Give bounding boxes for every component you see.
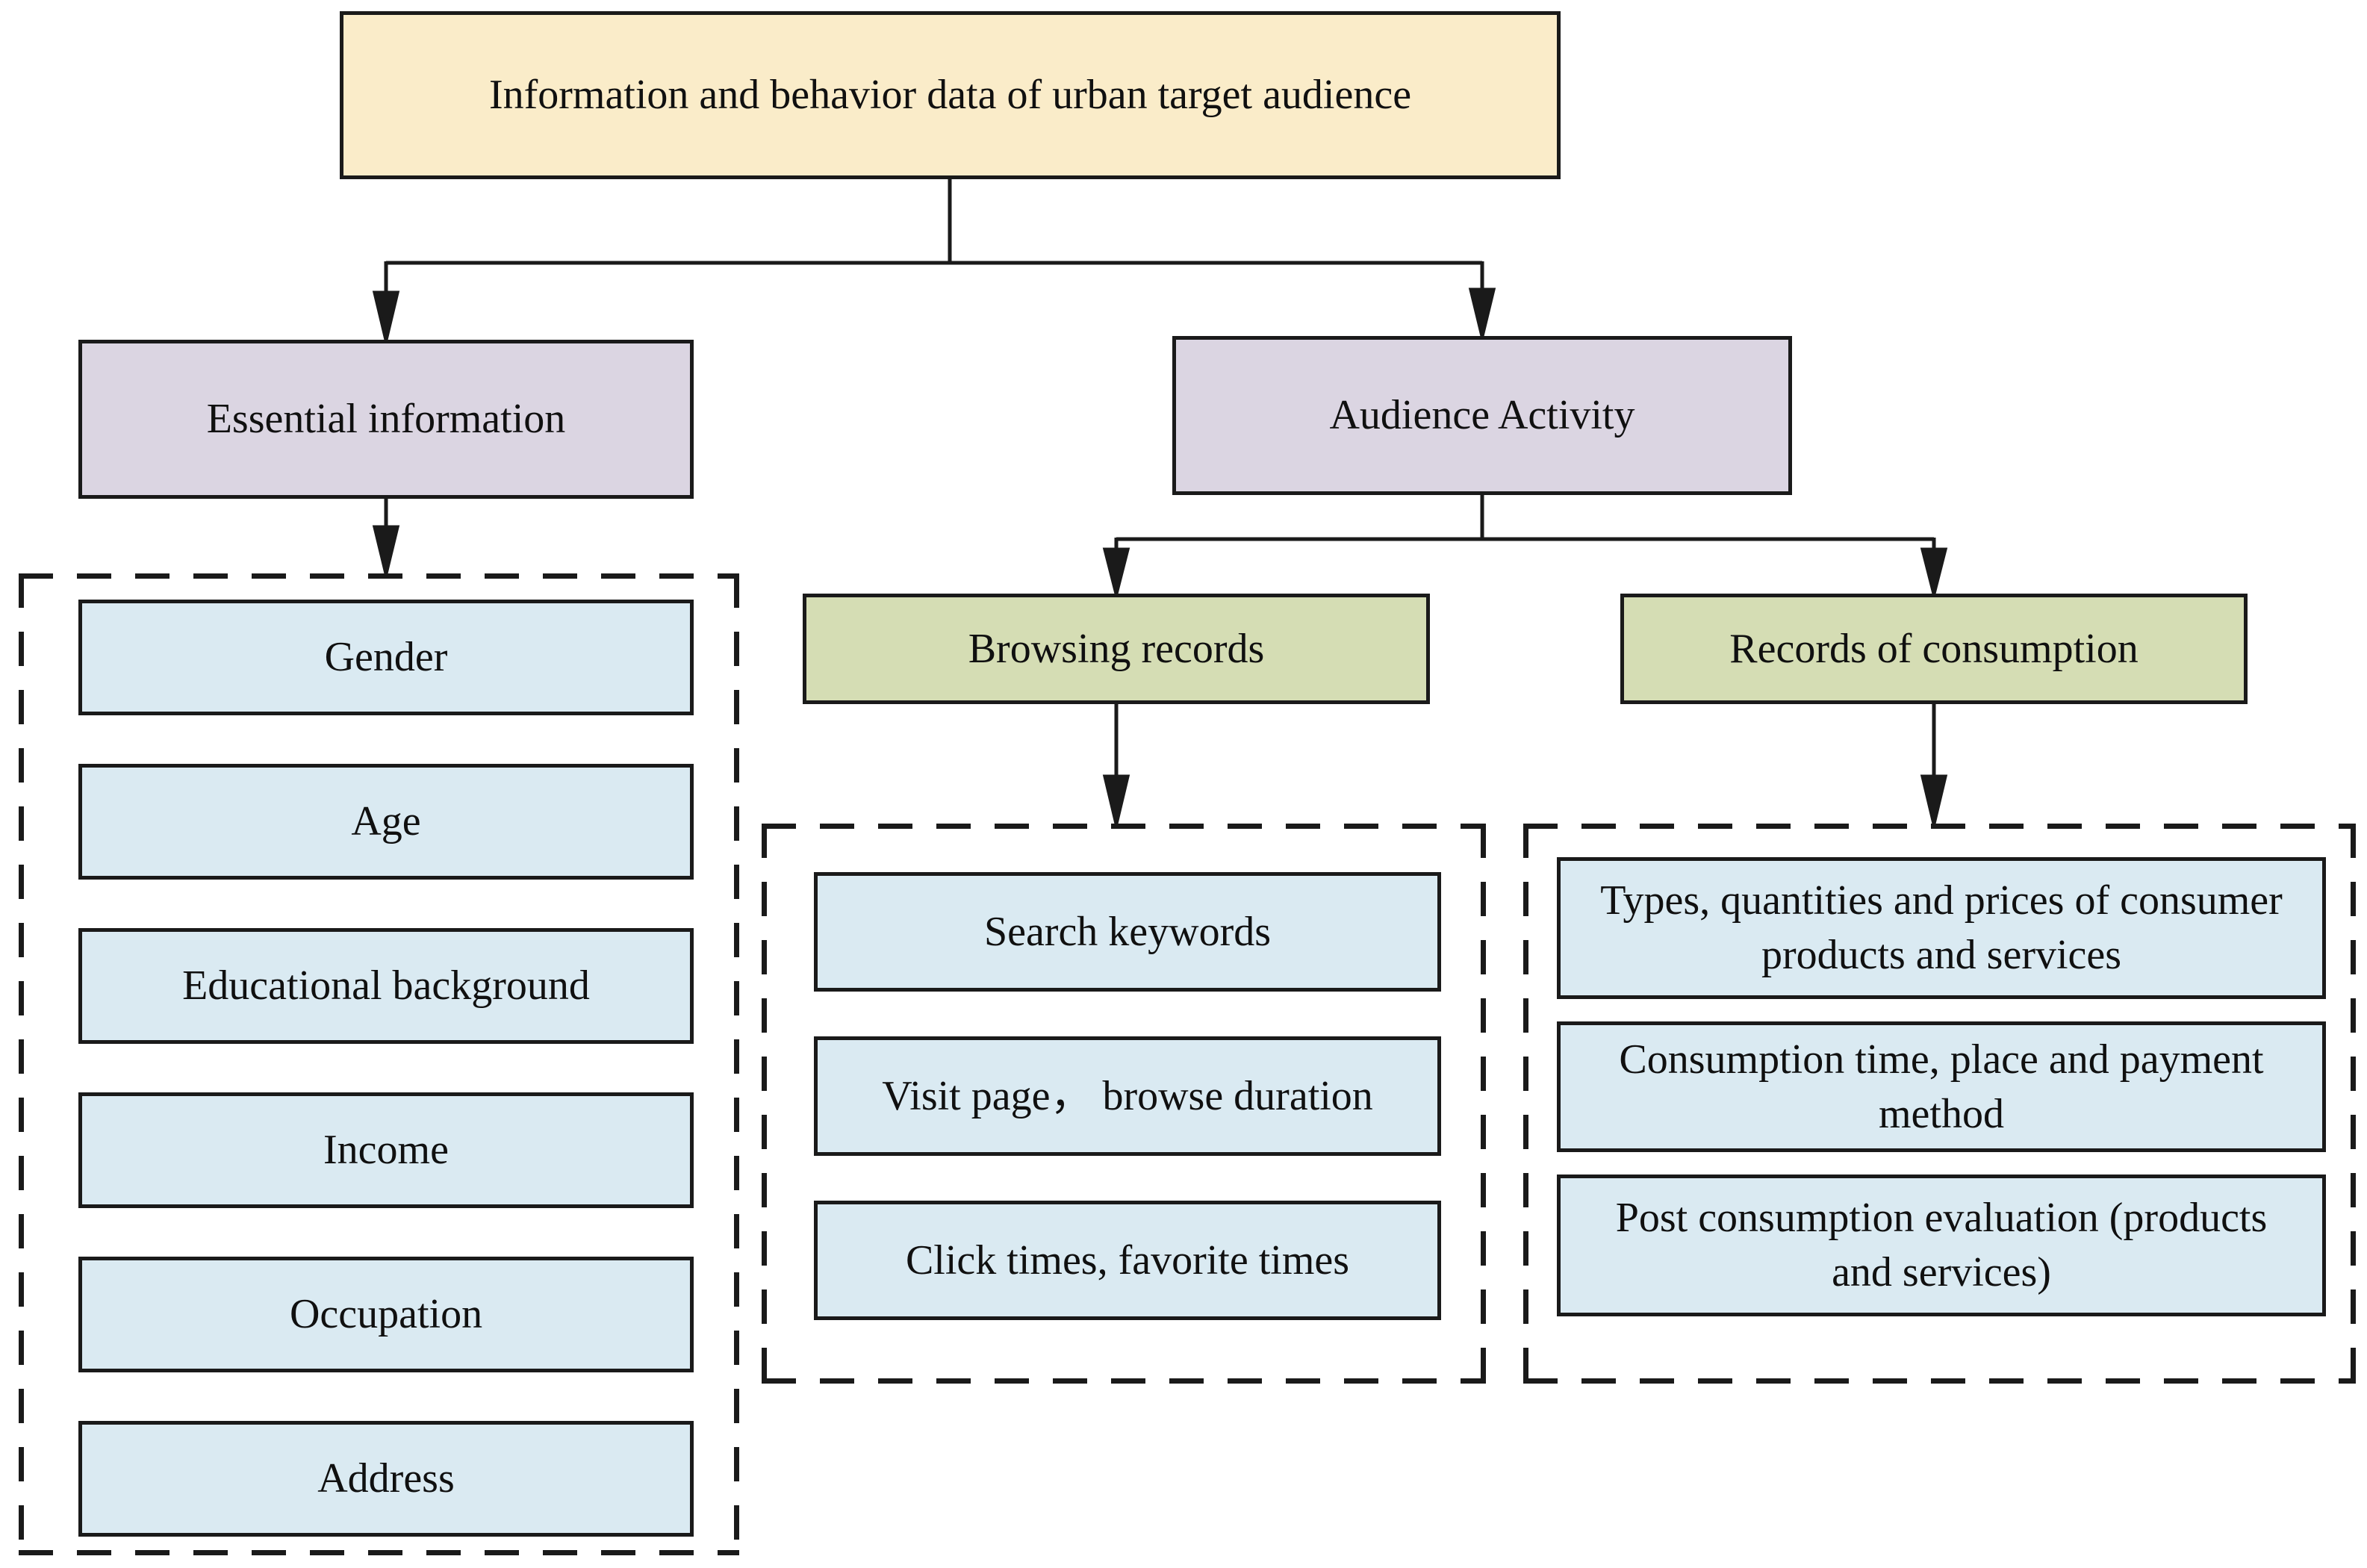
item-occupation: Occupation [78,1257,694,1372]
item-address: Address [78,1421,694,1537]
item-visit-page-browse-duration-label: Visit page， browse duration [882,1072,1373,1119]
arrowhead-consumption [1920,547,1948,594]
arrowhead-consumption-group [1920,774,1948,824]
node-essential-information-label: Essential information [206,396,566,443]
item-age: Age [78,764,694,880]
node-browsing-records-label: Browsing records [968,625,1265,672]
item-types-quantities-prices-label: Types, quantities and prices of consumer… [1600,877,2283,978]
item-search-keywords: Search keywords [814,872,1441,992]
node-records-of-consumption: Records of consumption [1620,594,2248,704]
item-address-label: Address [317,1455,455,1502]
item-income-label: Income [323,1127,449,1174]
arrowhead-essential-group [372,525,400,574]
item-click-times-favorite-times-label: Click times, favorite times [905,1236,1350,1284]
node-root: Information and behavior data of urban t… [340,11,1561,179]
group-browsing-items: Search keywords Visit page， browse durat… [762,824,1486,1384]
node-audience-activity-label: Audience Activity [1329,392,1635,439]
node-root-label: Information and behavior data of urban t… [488,72,1412,119]
arrowhead-browsing-group [1102,774,1130,824]
item-consumption-time-place-payment-label: Consumption time, place and payment meth… [1619,1036,2264,1137]
item-search-keywords-label: Search keywords [983,908,1272,955]
item-gender: Gender [78,600,694,715]
node-essential-information: Essential information [78,340,694,499]
node-records-of-consumption-label: Records of consumption [1729,625,2139,672]
item-types-quantities-prices: Types, quantities and prices of consumer… [1557,857,2326,999]
arrowhead-audience [1468,287,1496,337]
item-visit-page-browse-duration: Visit page， browse duration [814,1036,1441,1156]
group-essential-items: Gender Age Educational background Income… [19,573,739,1555]
item-click-times-favorite-times: Click times, favorite times [814,1201,1441,1320]
item-educational-background: Educational background [78,928,694,1044]
item-post-consumption-evaluation-label: Post consumption evaluation (products an… [1615,1195,2268,1295]
arrowhead-essential [372,290,400,340]
arrowhead-browsing [1102,547,1130,594]
item-consumption-time-place-payment: Consumption time, place and payment meth… [1557,1021,2326,1152]
item-occupation-label: Occupation [289,1291,483,1338]
item-gender-label: Gender [324,634,448,681]
item-age-label: Age [351,798,421,845]
item-educational-background-label: Educational background [182,962,590,1009]
item-income: Income [78,1092,694,1208]
node-audience-activity: Audience Activity [1172,336,1792,495]
item-post-consumption-evaluation: Post consumption evaluation (products an… [1557,1175,2326,1316]
group-consumption-items: Types, quantities and prices of consumer… [1523,824,2356,1384]
node-browsing-records: Browsing records [803,594,1430,704]
